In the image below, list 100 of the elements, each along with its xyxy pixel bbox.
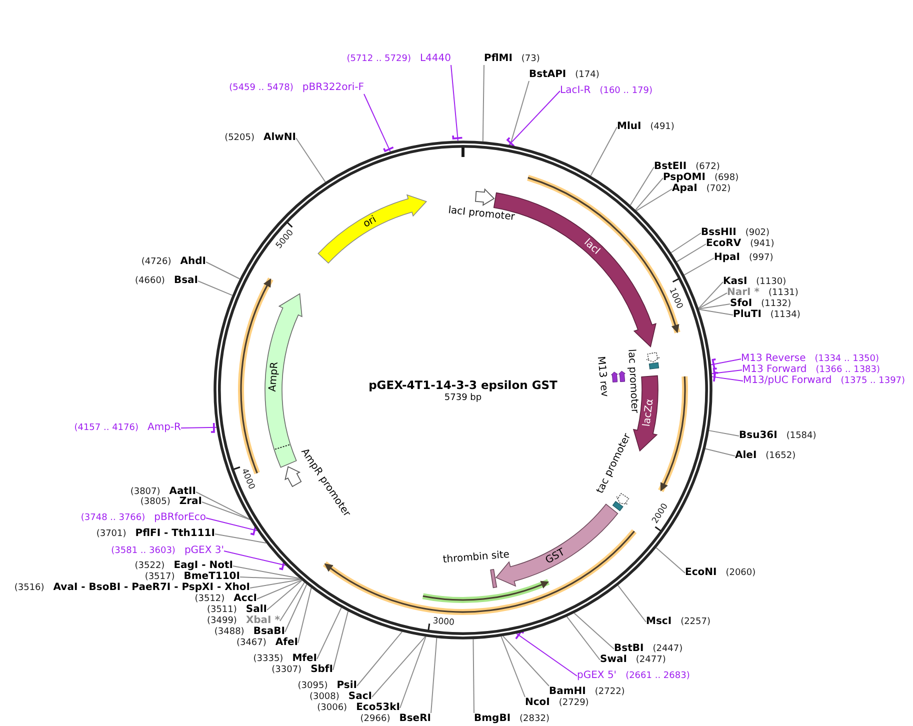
leader-line <box>266 580 302 610</box>
leader-line <box>198 280 233 296</box>
primer-range: (1375 .. 1397) <box>840 375 906 387</box>
primer-range: (3581 .. 3603) <box>111 545 176 557</box>
enzyme-name: BssHII <box>701 227 736 238</box>
feature-label: lacZα <box>641 398 656 428</box>
site-position: (3512) <box>194 593 225 605</box>
enzyme-name: MscI <box>646 616 672 628</box>
primer-name: M13 Reverse <box>741 353 806 364</box>
site-position: (3307) <box>272 664 302 676</box>
enzyme-name: AvaI - BsoBI - PaeR7I - PspXI - XhoI <box>53 582 250 594</box>
site-position: (3701) <box>96 528 126 540</box>
enzyme-name: PluTI <box>733 309 762 321</box>
enzyme-name: SbfI <box>310 664 333 676</box>
leader-line <box>224 550 286 570</box>
enzyme-name: BmeT110I <box>184 571 240 582</box>
site-position: (3006) <box>317 702 348 714</box>
site-position: (698) <box>714 172 739 184</box>
site-position: (702) <box>706 183 731 195</box>
leader-line <box>202 502 250 520</box>
leader-line <box>296 138 326 183</box>
leader-line <box>617 584 646 622</box>
leader-line <box>364 94 394 152</box>
feature-label: GST <box>544 546 567 566</box>
site-position: (3467) <box>236 637 266 649</box>
leader-line <box>515 630 578 676</box>
leader-line <box>698 282 724 309</box>
enzyme-name: BamHI <box>549 686 586 698</box>
enzyme-name: BsaI <box>174 275 198 287</box>
enzyme-name: AhdI <box>180 256 206 268</box>
site-position: (941) <box>750 238 774 250</box>
enzyme-name: SfoI <box>730 298 752 309</box>
primer-range: (3748 .. 3766) <box>80 512 146 524</box>
enzyme-name: BstAPI <box>529 69 566 81</box>
enzyme-name: PspOMI <box>663 172 706 184</box>
leader-line <box>711 368 742 379</box>
primer-name: Amp-R <box>148 422 181 434</box>
enzyme-name: EagI - NotI <box>174 560 233 572</box>
enzyme-name: PflMI <box>484 53 512 65</box>
leader-line <box>712 372 744 382</box>
enzyme-name: NarI * <box>727 287 760 298</box>
primer-range: (1366 .. 1383) <box>816 364 880 375</box>
feature-label: lac promoter <box>626 348 640 414</box>
feature-label: lacI <box>582 237 602 257</box>
plasmid-name: pGEX-4T1-14-3-3 epsilon GST <box>368 378 558 392</box>
site-position: (1132) <box>761 298 792 310</box>
enzyme-name: BmgBI <box>474 713 511 725</box>
leader-line <box>506 90 560 148</box>
leader-line <box>698 308 734 316</box>
leader-line <box>240 576 302 580</box>
leader-line <box>280 582 305 622</box>
leader-line <box>676 244 706 262</box>
primer-name: pBRforEco <box>154 512 206 524</box>
site-position: (3488) <box>214 626 244 638</box>
leader-line <box>232 566 300 579</box>
enzyme-name: PsiI <box>336 680 357 692</box>
enzyme-name: EcoRV <box>706 238 742 250</box>
enzyme-name: AlwNI <box>264 132 296 144</box>
site-position: (1584) <box>786 430 816 442</box>
leader-line <box>636 188 672 212</box>
enzyme-name: BstEII <box>654 161 687 172</box>
leader-line <box>566 616 600 660</box>
site-position: (672) <box>696 161 720 172</box>
primer-name: L4440 <box>420 53 451 65</box>
leader-line <box>180 422 217 433</box>
leader-line <box>670 232 702 254</box>
site-position: (3511) <box>206 604 237 616</box>
site-position: (2447) <box>652 643 683 655</box>
feature-label: ori <box>362 214 378 230</box>
feature-label: M13 rev <box>594 356 610 398</box>
leader-line <box>500 636 526 698</box>
site-position: (3499) <box>207 615 237 627</box>
site-position: (5205) <box>224 132 254 144</box>
leader-line <box>684 258 714 276</box>
site-position: (491) <box>650 121 674 133</box>
site-position: (2722) <box>594 686 625 698</box>
primer-range: (4157 .. 4176) <box>74 422 138 434</box>
site-position: (2477) <box>636 654 666 666</box>
site-position: (3008) <box>309 691 340 703</box>
tick-label: 1000 <box>666 286 684 310</box>
enzyme-name: MluI <box>617 121 642 133</box>
site-position: (2729) <box>558 697 589 709</box>
feature-label: lacI promoter <box>448 205 516 223</box>
site-position: (1131) <box>768 287 798 299</box>
leader-line <box>316 607 342 660</box>
site-position: (2966) <box>360 713 390 725</box>
enzyme-name: Bsu36I <box>739 430 778 442</box>
enzyme-name: HpaI <box>714 252 740 264</box>
leader-line <box>635 178 664 210</box>
enzyme-name: SalI <box>246 604 267 615</box>
leader-line <box>284 584 308 632</box>
leader-line <box>206 518 258 536</box>
primer-name: pGEX 5' <box>577 670 617 682</box>
primer-range: (1334 .. 1350) <box>814 353 880 365</box>
primer-name: M13 Forward <box>742 364 807 375</box>
leader-line <box>502 636 550 686</box>
enzyme-name: NcoI <box>525 697 550 709</box>
site-position: (902) <box>745 227 770 239</box>
primer-name: LacI-R <box>560 85 591 97</box>
leader-line <box>510 80 530 146</box>
